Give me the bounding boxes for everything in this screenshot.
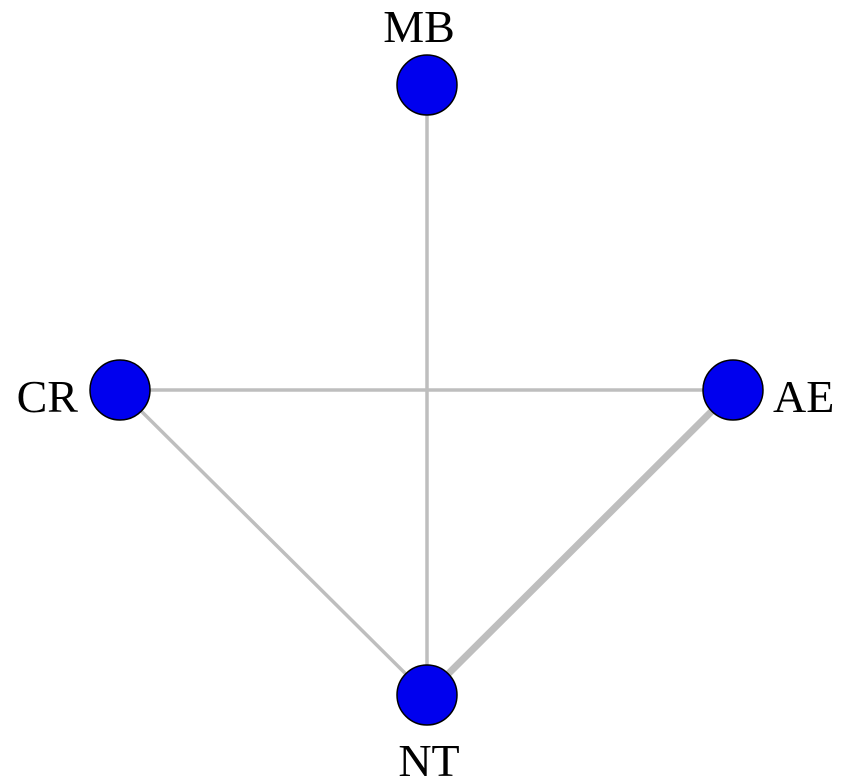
nodes-layer <box>89 54 764 726</box>
node-ae <box>702 359 764 421</box>
node-mb <box>396 54 458 116</box>
labels-layer: MB CR AE NT <box>17 1 835 783</box>
node-label-cr: CR <box>17 371 79 422</box>
node-label-ae: AE <box>773 371 834 422</box>
node-label-nt: NT <box>398 735 459 783</box>
node-nt <box>396 664 458 726</box>
edges-layer <box>118 85 736 698</box>
edge-cr-nt <box>118 388 429 697</box>
node-label-mb: MB <box>383 1 455 52</box>
node-cr <box>89 359 151 421</box>
edge-ae-nt <box>424 387 736 698</box>
